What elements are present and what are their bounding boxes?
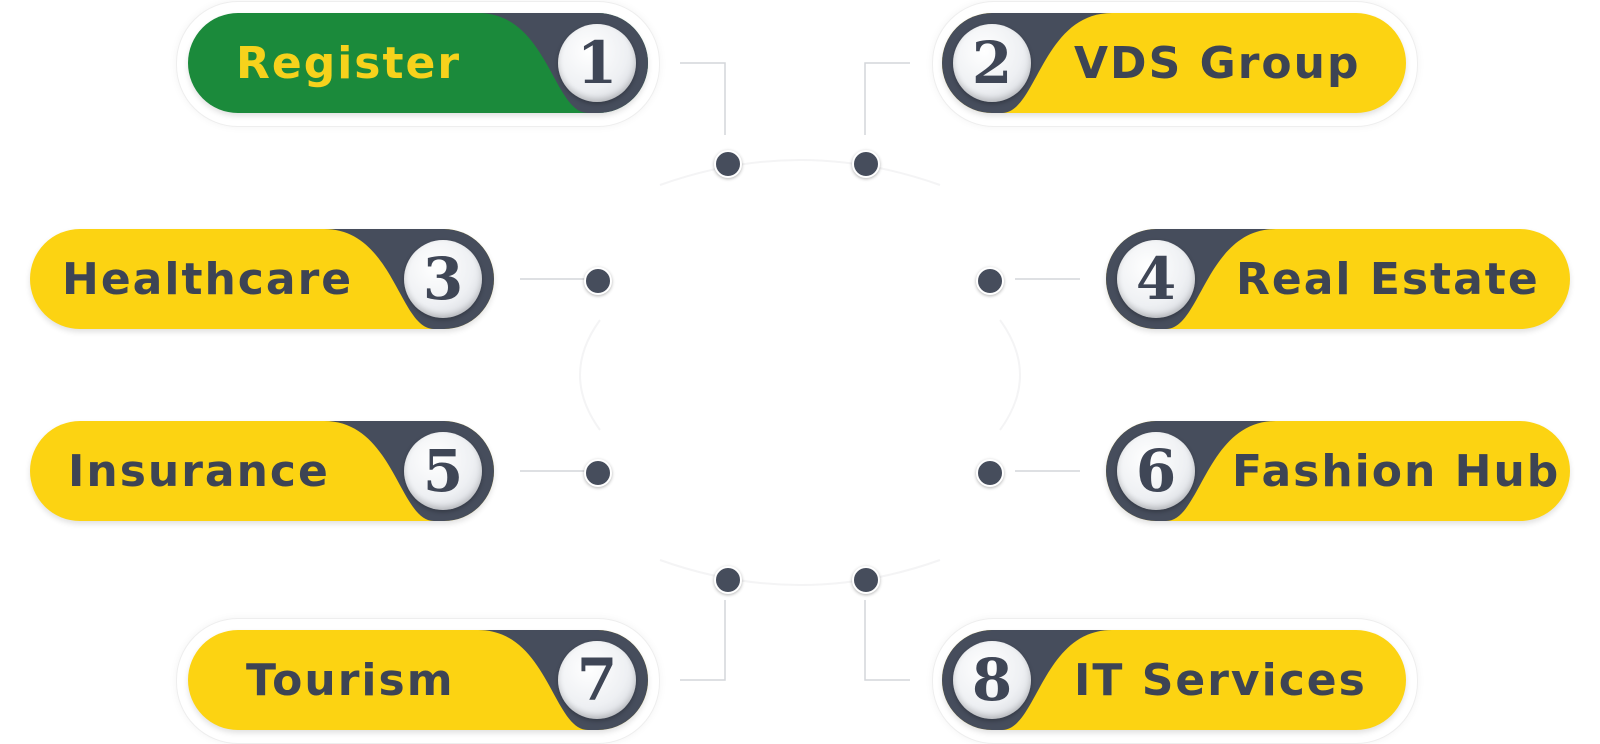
connector-1 — [680, 62, 726, 135]
step-4-number: 4 — [1135, 245, 1177, 313]
hub-arc-bottom — [659, 559, 941, 586]
connector-8 — [864, 600, 910, 681]
step-6-card[interactable]: 6 Fashion Hub — [1106, 421, 1570, 521]
step-1-label: Register — [236, 37, 462, 89]
node-dot-4 — [976, 267, 1004, 295]
step-8-card[interactable]: 8 IT Services — [942, 630, 1406, 730]
step-5-number: 5 — [422, 437, 464, 505]
node-dot-8 — [852, 566, 880, 594]
connector-7 — [680, 600, 726, 681]
node-dot-2 — [852, 150, 880, 178]
step-3-number-badge: 3 — [404, 240, 482, 318]
step-1-number: 1 — [576, 29, 618, 97]
hub-arc-left — [579, 319, 601, 431]
step-1-card[interactable]: 1 Register — [188, 13, 648, 113]
node-dot-7 — [714, 566, 742, 594]
step-7-card[interactable]: 7 Tourism — [188, 630, 648, 730]
step-4-label: Real Estate — [1236, 253, 1540, 305]
node-dot-1 — [714, 150, 742, 178]
step-7-label: Tourism — [246, 654, 455, 706]
step-4-number-badge: 4 — [1117, 240, 1195, 318]
step-3-card[interactable]: 3 Healthcare — [30, 229, 494, 329]
step-6-label: Fashion Hub — [1232, 445, 1561, 497]
step-2-label: VDS Group — [1074, 37, 1361, 89]
step-8-label: IT Services — [1074, 654, 1367, 706]
step-3-number: 3 — [422, 245, 464, 313]
step-8-number: 8 — [971, 646, 1013, 714]
node-dot-5 — [584, 459, 612, 487]
step-6-number-badge: 6 — [1117, 432, 1195, 510]
step-2-card[interactable]: 2 VDS Group — [942, 13, 1406, 113]
node-dot-3 — [584, 267, 612, 295]
step-1-number-badge: 1 — [558, 24, 636, 102]
step-5-card[interactable]: 5 Insurance — [30, 421, 494, 521]
step-7-number: 7 — [576, 646, 618, 714]
step-8-number-badge: 8 — [953, 641, 1031, 719]
hub-arc-top — [659, 159, 941, 186]
step-5-label: Insurance — [68, 445, 330, 497]
hub-arc-right — [999, 319, 1021, 431]
node-dot-6 — [976, 459, 1004, 487]
step-6-number: 6 — [1135, 437, 1177, 505]
step-3-label: Healthcare — [62, 253, 354, 305]
connector-2 — [864, 62, 910, 135]
step-2-number-badge: 2 — [953, 24, 1031, 102]
step-7-number-badge: 7 — [558, 641, 636, 719]
step-2-number: 2 — [971, 29, 1013, 97]
step-4-card[interactable]: 4 Real Estate — [1106, 229, 1570, 329]
step-5-number-badge: 5 — [404, 432, 482, 510]
